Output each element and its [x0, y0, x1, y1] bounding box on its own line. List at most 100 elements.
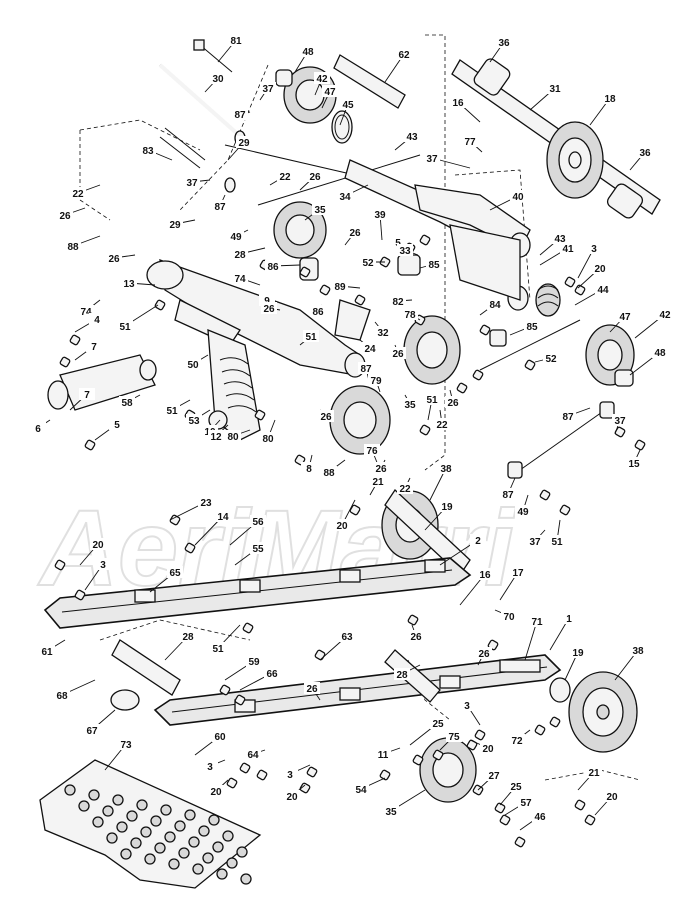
- pad-stud: [120, 848, 132, 860]
- callout-56: 56: [229, 515, 266, 546]
- callout-label-bg: [570, 646, 586, 658]
- callout-3: 3: [459, 699, 481, 726]
- callout-label-bg: [532, 810, 548, 822]
- callout-26: 26: [106, 252, 136, 265]
- spring-44: [535, 283, 561, 317]
- callout-label-bg: [372, 208, 388, 220]
- callout-51: 51: [117, 304, 159, 333]
- callout-label: 15: [628, 459, 640, 470]
- shock-absorber: [207, 329, 261, 441]
- callout-46: 46: [519, 810, 548, 831]
- callout-23: 23: [169, 496, 214, 521]
- callout-65: 65: [149, 566, 183, 593]
- callout-label: 26: [306, 684, 318, 695]
- callout-label-bg: [368, 374, 384, 386]
- fastener: [539, 489, 551, 501]
- callout-label: 37: [529, 537, 541, 548]
- callout-22: 22: [434, 409, 450, 431]
- callout-label-bg: [225, 430, 241, 442]
- callout-label-bg: [79, 388, 95, 400]
- callout-25: 25: [409, 717, 446, 746]
- callout-20: 20: [469, 739, 496, 755]
- callout-20: 20: [577, 262, 608, 289]
- callout-label-bg: [509, 734, 525, 746]
- callout-80: 80: [225, 429, 251, 443]
- callout-label: 70: [503, 612, 515, 623]
- callout-label: 45: [342, 100, 354, 111]
- callout-3: 3: [577, 242, 602, 279]
- callout-label: 34: [339, 192, 351, 203]
- callout-label: 30: [212, 74, 224, 85]
- callout-label-bg: [402, 398, 418, 410]
- callout-label-bg: [84, 724, 100, 736]
- callout-label-bg: [109, 418, 125, 430]
- callout-label-bg: [228, 34, 244, 46]
- callout-label-bg: [510, 190, 526, 202]
- callout-label: 28: [234, 250, 246, 261]
- callout-3: 3: [282, 764, 311, 781]
- callout-26: 26: [299, 170, 323, 191]
- callout-label: 58: [121, 398, 133, 409]
- callout-label-bg: [264, 667, 280, 679]
- callout-label-bg: [626, 457, 642, 469]
- callout-label-bg: [301, 462, 317, 474]
- callout-12: 12: [208, 424, 229, 443]
- callout-label-bg: [637, 146, 653, 158]
- callout-label: 26: [375, 464, 387, 475]
- callout-label: 22: [436, 420, 448, 431]
- callout-37: 37: [424, 152, 471, 169]
- callout-label: 40: [512, 192, 524, 203]
- callout-38: 38: [429, 462, 454, 501]
- callout-label: 72: [511, 736, 523, 747]
- callout-78: 78: [402, 308, 421, 321]
- callout-label-bg: [543, 352, 559, 364]
- callout-8: 8: [301, 454, 317, 475]
- callout-label-bg: [529, 615, 545, 627]
- callout-label-bg: [404, 130, 420, 142]
- callout-label: 7: [91, 342, 97, 353]
- callout-label-bg: [86, 340, 102, 352]
- callout-50: 50: [185, 354, 209, 371]
- pad-stud: [144, 853, 156, 865]
- callout-label-bg: [501, 610, 517, 622]
- callout-29: 29: [167, 218, 196, 231]
- callout-label: 3: [207, 762, 213, 773]
- callout-15: 15: [626, 449, 642, 470]
- fastener: [574, 284, 586, 296]
- callout-1: 1: [549, 612, 577, 651]
- fastener: [184, 542, 196, 554]
- pad-stud: [64, 784, 76, 796]
- callout-label-bg: [314, 72, 330, 84]
- fastener: [242, 622, 254, 634]
- callout-label-bg: [90, 538, 106, 550]
- callout-61: 61: [39, 639, 66, 658]
- callout-43: 43: [539, 232, 568, 256]
- callout-label: 47: [619, 312, 631, 323]
- callout-label: 4: [94, 315, 100, 326]
- callout-label-bg: [560, 242, 576, 254]
- callout-label-bg: [470, 534, 486, 546]
- callout-label: 89: [334, 282, 346, 293]
- callout-label: 50: [187, 360, 199, 371]
- pad-studs: [64, 784, 252, 885]
- callout-label: 14: [217, 512, 229, 523]
- callout-label-bg: [300, 45, 316, 57]
- callout-label-bg: [65, 240, 81, 252]
- callout-label: 51: [305, 332, 317, 343]
- callout-label: 5: [395, 238, 401, 249]
- callout-label-bg: [510, 566, 526, 578]
- callout-label-bg: [527, 535, 543, 547]
- callout-label: 26: [320, 412, 332, 423]
- callout-label-bg: [118, 738, 134, 750]
- callout-49: 49: [515, 494, 531, 518]
- callout-label-bg: [180, 630, 196, 642]
- callout-label-bg: [515, 505, 531, 517]
- fastener: [306, 766, 318, 778]
- callout-label-bg: [310, 305, 326, 317]
- callout-label-bg: [518, 796, 534, 808]
- callout-63: 63: [319, 630, 355, 661]
- callout-22: 22: [397, 477, 413, 495]
- callout-label: 29: [169, 220, 181, 231]
- callout-label: 84: [489, 300, 501, 311]
- callout-67: 67: [84, 709, 116, 737]
